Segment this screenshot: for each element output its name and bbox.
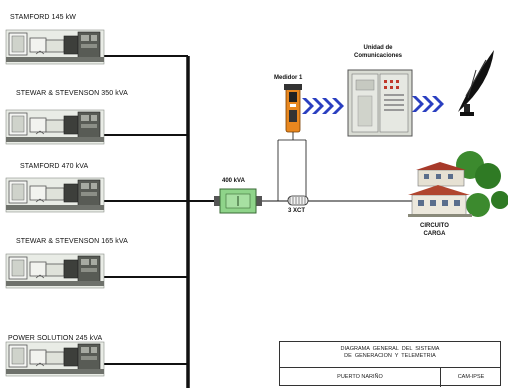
generator-label-1: STAMFORD 145 kW [10,14,76,21]
title-block-title: DIAGRAMA GENERAL DEL SISTEMA DE GENERACI… [340,346,440,359]
meter-device [284,84,302,140]
title-block-code: CAM-IPSE [457,374,485,380]
generator-label-4: STEWAR & STEVENSON 165 kVA [16,238,128,245]
ct-label: 3 XCT [288,208,306,214]
genset-4 [5,253,105,289]
generator-label-2: STEWAR & STEVENSON 350 kVA [16,90,128,97]
generator-label-3: STAMFORD 470 kVA [20,163,89,170]
communications-unit [347,69,413,137]
title-block-row: PUERTO NARIÑO CAM-IPSE [280,367,500,387]
genset-3 [5,177,105,213]
breaker-label: 400 kVA [222,178,245,184]
genset-5 [5,341,105,377]
breaker-400kva [214,188,262,214]
signal-arrows-2 [412,96,444,112]
title-block-place: PUERTO NARIÑO [337,374,383,380]
title-block: DIAGRAMA GENERAL DEL SISTEMA DE GENERACI… [279,341,501,387]
current-transformer [277,139,309,206]
satellite-dish-icon [458,50,494,116]
load-buildings [408,151,508,217]
unit-label: Unidad de Comunicaciones [354,45,403,59]
genset-2 [5,109,105,145]
generator-label-5: POWER SOLUTION 245 kVA [8,335,103,342]
genset-1 [5,29,105,65]
signal-arrows-1 [302,98,344,114]
load-label: CIRCUITO CARGA [420,223,449,237]
title-block-divider [440,368,441,387]
meter-label: Medidor 1 [274,75,303,81]
